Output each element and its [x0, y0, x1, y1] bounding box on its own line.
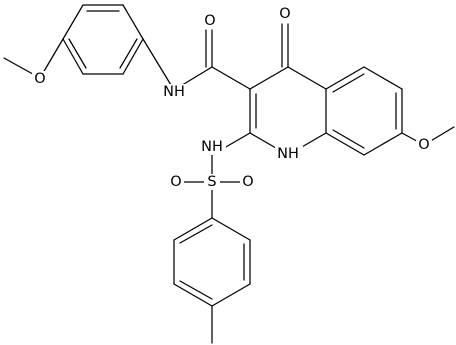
atom-o-methoxy-right: O	[418, 137, 429, 153]
atom-o-sulfonyl-right: O	[242, 174, 253, 190]
bond	[122, 38, 144, 75]
bond	[142, 38, 175, 91]
bond	[332, 129, 365, 149]
bond	[211, 217, 251, 241]
bond	[179, 224, 213, 244]
atom-nh-ring: NH	[277, 146, 299, 162]
bond	[122, 4, 144, 40]
atom-o-ketone: O	[279, 6, 290, 22]
bond	[325, 132, 365, 156]
bond	[249, 66, 289, 90]
atom-labels: O O O NH NH O NH S O O	[32, 6, 432, 190]
atom-o-sulfonyl-left: O	[170, 174, 181, 190]
bond	[211, 283, 251, 307]
bonds	[3, 4, 455, 344]
bond	[68, 38, 87, 69]
bond	[325, 66, 365, 90]
bond	[211, 66, 251, 90]
bond	[332, 73, 365, 93]
atom-n-sulfonamide: NH	[201, 139, 223, 155]
bond	[62, 4, 84, 40]
atom-o-amide: O	[204, 13, 215, 29]
bond	[179, 280, 213, 300]
atom-o-methoxy-left: O	[34, 71, 45, 87]
bond	[363, 132, 403, 156]
bond	[62, 38, 84, 75]
bond	[119, 38, 138, 69]
atom-n-amide: NH	[163, 84, 185, 100]
bond	[173, 283, 213, 307]
atom-s-sulfonyl: S	[207, 174, 216, 190]
bond	[173, 217, 213, 241]
bond	[363, 66, 403, 90]
bond	[287, 66, 327, 90]
